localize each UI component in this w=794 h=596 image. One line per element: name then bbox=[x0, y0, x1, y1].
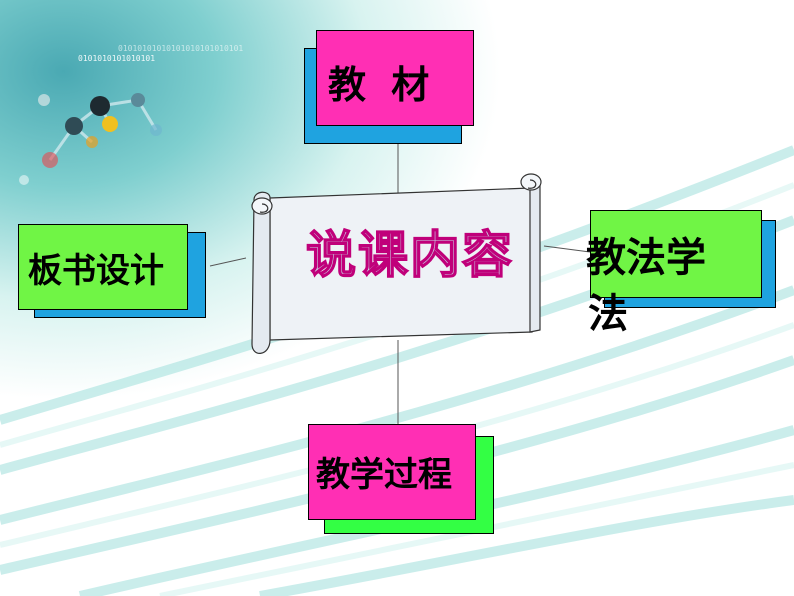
binary-text-2: 01010101010101010101010101 bbox=[118, 44, 244, 53]
bottom-node-label: 教学过程 bbox=[316, 455, 452, 495]
atom-icon bbox=[38, 94, 50, 106]
top-node-box bbox=[316, 30, 474, 126]
right-node-label-1: 教法学 bbox=[586, 235, 706, 281]
atom-icon bbox=[19, 175, 29, 185]
atom-icon bbox=[131, 93, 145, 107]
atom-icon bbox=[90, 96, 110, 116]
left-node-label: 板书设计 bbox=[28, 251, 164, 291]
connector-right bbox=[543, 245, 591, 253]
left-node-box bbox=[18, 224, 188, 310]
center-title: 说课内容 bbox=[305, 226, 514, 284]
atom-icon bbox=[86, 136, 98, 148]
top-node-label: 教 材 bbox=[328, 63, 436, 107]
bottom-node-box bbox=[308, 424, 476, 520]
atom-icon bbox=[150, 124, 162, 136]
binary-text-1: 0101010101010101 bbox=[78, 54, 156, 63]
atom-icon bbox=[65, 117, 83, 135]
right-node-box bbox=[590, 210, 762, 298]
right-node-label-2: 法 bbox=[588, 291, 628, 337]
molecule-decoration bbox=[19, 93, 162, 185]
connector-left bbox=[209, 257, 247, 267]
atom-icon bbox=[42, 152, 58, 168]
atom-icon bbox=[102, 116, 118, 132]
center-scroll bbox=[251, 173, 542, 354]
